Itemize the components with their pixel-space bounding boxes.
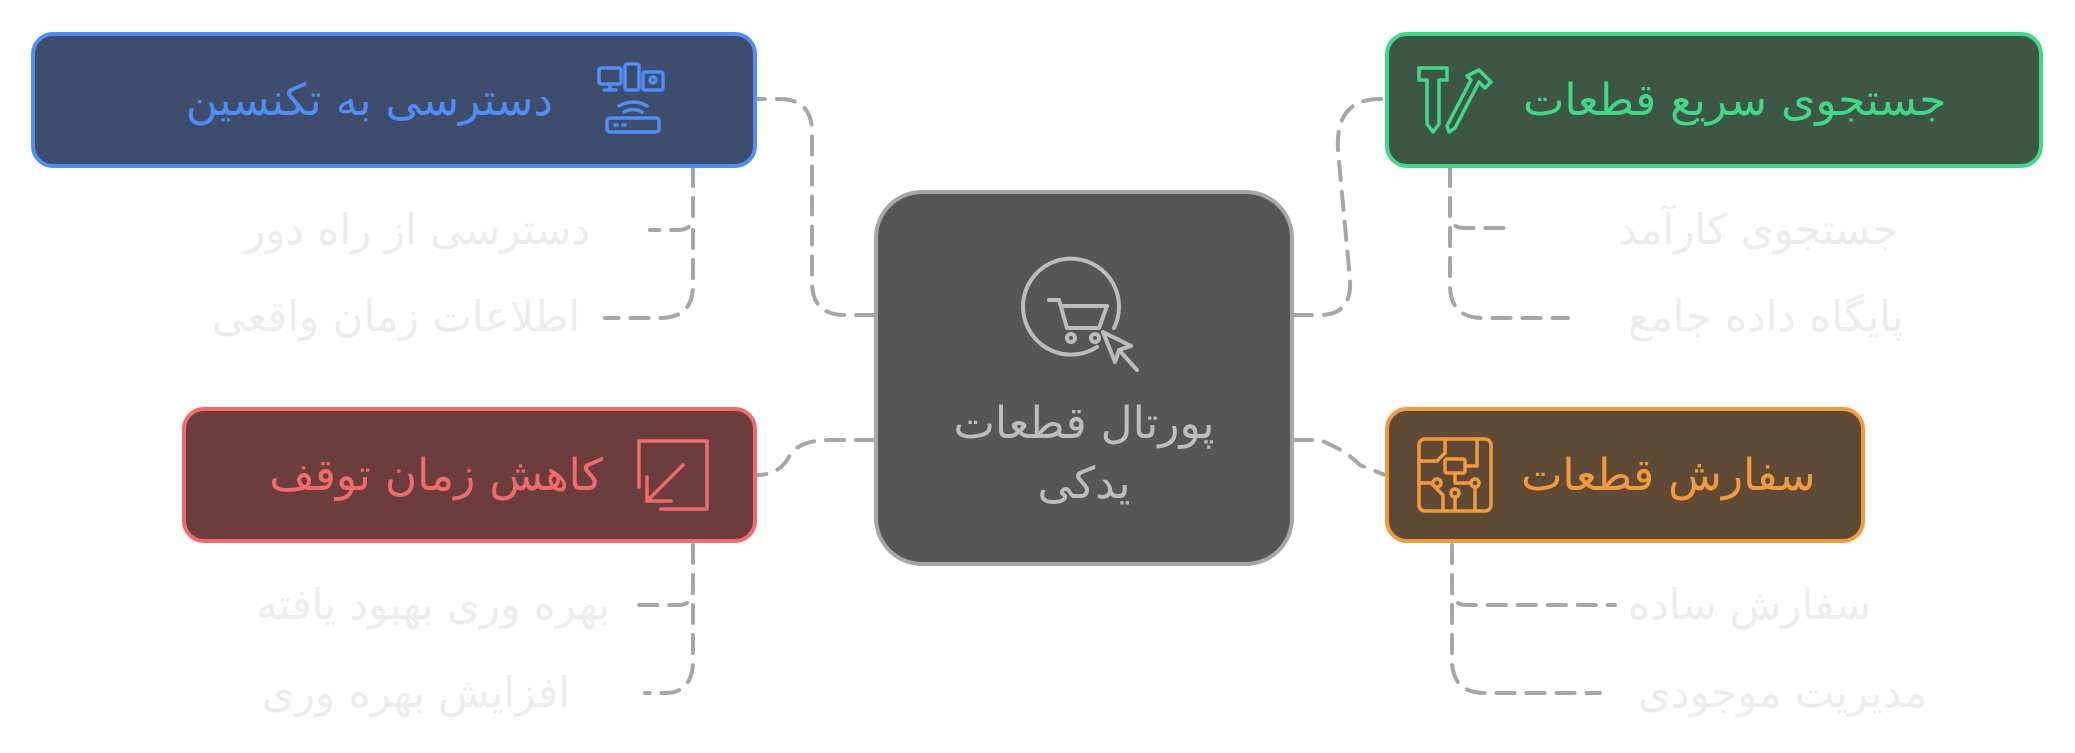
- connector-center-technician-access: [755, 97, 876, 317]
- search-item-2: پایگاه داده جامع: [1628, 292, 1904, 341]
- branch-reduce-downtime: کاهش زمان توقف: [182, 407, 757, 543]
- connector-downtime-item-2: [643, 603, 695, 695]
- technician-item-1: دسترسی از راه دور: [244, 205, 590, 254]
- shopping-cart-click-icon: [1021, 256, 1139, 372]
- devices-network-icon: [597, 62, 665, 134]
- connector-order-item-1: [1450, 543, 1617, 607]
- center-title: پورتال قطعات یدکی: [953, 398, 1215, 509]
- technician-item-2: اطلاعات زمان واقعی: [212, 292, 580, 341]
- downtime-item-2: افزایش بهره وری: [261, 668, 570, 717]
- search-item-1: جستجوی کارآمد: [1618, 205, 1899, 254]
- connector-order-item-2: [1450, 603, 1602, 695]
- connector-downtime-item-1: [628, 543, 695, 607]
- order-item-1: سفارش ساده: [1628, 580, 1871, 629]
- branch-order-parts: سفارش قطعات: [1385, 407, 1865, 543]
- branch-technician-access: دسترسی به تکنسین: [31, 32, 757, 168]
- branch-order-parts-title: سفارش قطعات: [1521, 449, 1816, 501]
- tools-icon: [1417, 66, 1493, 134]
- connector-center-order-parts: [1292, 438, 1387, 477]
- branch-quick-search: جستجوی سریع قطعات: [1385, 32, 2043, 168]
- center-node: پورتال قطعات یدکی: [874, 190, 1294, 566]
- connector-technician-item-2: [603, 228, 695, 320]
- circuit-board-icon: [1417, 437, 1493, 513]
- order-item-2: مدیریت موجودی: [1638, 668, 1928, 717]
- connector-center-quick-search: [1292, 97, 1387, 317]
- downtime-item-1: بهره وری بهبود یافته: [256, 580, 610, 629]
- branch-quick-search-title: جستجوی سریع قطعات: [1523, 74, 1947, 126]
- branch-reduce-downtime-title: کاهش زمان توقف: [269, 449, 603, 501]
- connector-center-reduce-downtime: [755, 438, 876, 477]
- branch-technician-access-title: دسترسی به تکنسین: [185, 74, 553, 126]
- arrow-down-left-icon: [637, 439, 709, 511]
- connector-technician-item-1: [648, 166, 695, 232]
- connector-search-item-1: [1448, 166, 1514, 230]
- connector-search-item-2: [1448, 226, 1570, 320]
